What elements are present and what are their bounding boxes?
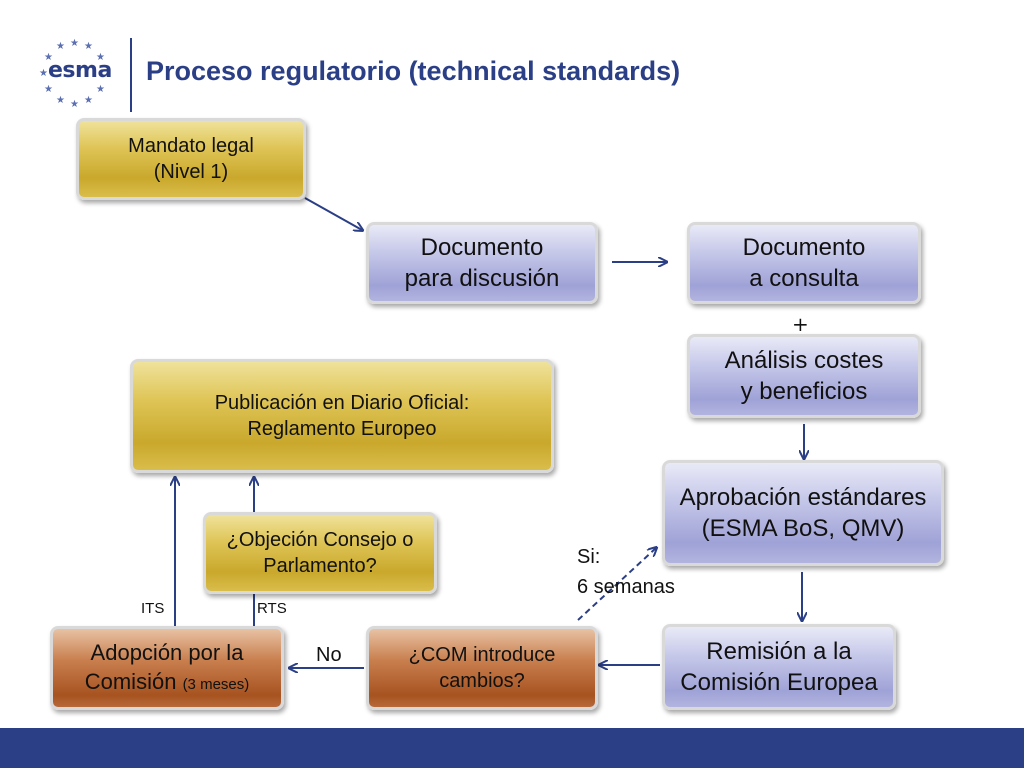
- documento-discusion-box: Documento para discusión: [366, 222, 598, 304]
- discusion-line1: Documento: [420, 233, 544, 261]
- adopcion-plazo: (3 meses): [182, 676, 250, 693]
- svg-text:★: ★: [96, 52, 105, 63]
- analisis-line1: Análisis costes: [724, 346, 884, 374]
- rts-label: RTS: [257, 600, 287, 617]
- publicacion-line2: Reglamento Europeo: [247, 418, 437, 440]
- its-label: ITS: [141, 600, 165, 617]
- logo-text: esma: [48, 58, 112, 83]
- svg-text:★: ★: [70, 38, 79, 49]
- svg-text:★: ★: [56, 95, 65, 106]
- com-line1: ¿COM introduce: [408, 644, 556, 666]
- svg-text:★: ★: [84, 41, 93, 52]
- no-label: No: [316, 644, 342, 666]
- svg-text:★: ★: [39, 68, 48, 79]
- seis-semanas-label: 6 semanas: [577, 576, 675, 598]
- mandato-legal-box: Mandato legal (Nivel 1): [76, 118, 306, 200]
- remision-box: Remisión a la Comisión Europea: [662, 624, 896, 710]
- analisis-line2: y beneficios: [740, 378, 868, 405]
- esma-logo: ★ ★ ★ ★ ★ ★ ★ ★ ★ ★ ★ esma: [30, 36, 120, 112]
- svg-text:★: ★: [44, 52, 53, 63]
- documento-consulta-box: Documento a consulta: [687, 222, 921, 304]
- plus-sign: +: [792, 312, 809, 336]
- svg-text:★: ★: [96, 84, 105, 95]
- adopcion-line2: Comisión: [84, 669, 177, 694]
- adopcion-box: Adopción por la Comisión (3 meses): [50, 626, 284, 710]
- com-line2: cambios?: [439, 670, 525, 692]
- analisis-costes-box: Análisis costes y beneficios: [687, 334, 921, 418]
- aprobacion-line2: (ESMA BoS, QMV): [701, 515, 905, 542]
- discusion-line2: para discusión: [404, 265, 560, 292]
- com-cambios-box: ¿COM introduce cambios?: [366, 626, 598, 710]
- mandato-line1: Mandato legal: [128, 135, 254, 157]
- aprobacion-line1: Aprobación estándares: [679, 483, 927, 511]
- adopcion-line1: Adopción por la: [90, 640, 244, 666]
- svg-text:★: ★: [70, 99, 79, 110]
- svg-text:★: ★: [44, 84, 53, 95]
- si-label: Si:: [577, 546, 601, 568]
- objecion-box: ¿Objeción Consejo o Parlamento?: [203, 512, 437, 594]
- header-divider: [130, 38, 132, 112]
- consulta-line2: a consulta: [749, 265, 859, 292]
- objecion-line1: ¿Objeción Consejo o: [226, 529, 414, 551]
- eu-stars-icon: ★ ★ ★ ★ ★ ★ ★ ★ ★ ★ ★: [39, 38, 105, 110]
- svg-text:★: ★: [56, 41, 65, 52]
- remision-line2: Comisión Europea: [680, 669, 878, 696]
- mandato-line2: (Nivel 1): [153, 161, 229, 183]
- consulta-line1: Documento: [742, 233, 866, 261]
- remision-line1: Remisión a la: [706, 637, 852, 665]
- objecion-line2: Parlamento?: [263, 555, 377, 577]
- page-title: Proceso regulatorio (technical standards…: [146, 56, 681, 86]
- publicacion-line1: Publicación en Diario Oficial:: [214, 392, 470, 414]
- footer-bar: [0, 728, 1024, 768]
- svg-text:★: ★: [84, 95, 93, 106]
- aprobacion-box: Aprobación estándares (ESMA BoS, QMV): [662, 460, 944, 566]
- publicacion-box: Publicación en Diario Oficial: Reglament…: [130, 359, 554, 473]
- arrow-mandato-to-discusion: [304, 197, 362, 230]
